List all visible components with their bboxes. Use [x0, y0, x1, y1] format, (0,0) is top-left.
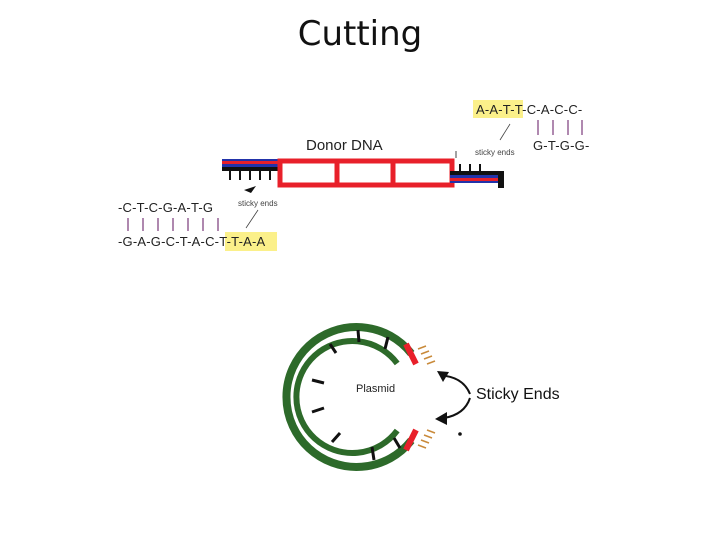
arrow-top-curve	[445, 375, 471, 395]
arrow-bottom-curve	[443, 397, 471, 419]
bottom-left-sequence: sticky ends -C-T-C-G-A-T-G -G-A-G-C-T-A-…	[118, 186, 278, 251]
base-pair-lines	[127, 218, 219, 231]
cut-end-top	[403, 342, 419, 366]
bottom-left-seq-top: -C-T-C-G-A-T-G	[118, 200, 213, 215]
left-red-stripe	[222, 161, 282, 164]
arrow-head-top	[437, 371, 449, 382]
small-arrow	[244, 186, 256, 193]
donor-dna-label: Donor DNA	[306, 137, 383, 154]
bottom-left-seq-bottom: -G-A-G-C-T-A-C-T-T-A-A	[118, 234, 266, 249]
plasmid-outer-ring	[282, 323, 415, 471]
plasmid: Plasmid	[282, 323, 436, 471]
bottom-left-sticky-label: sticky ends	[238, 199, 278, 208]
right-red-stripe	[450, 178, 502, 181]
highlight-box	[473, 100, 523, 118]
left-end-ticks	[229, 171, 271, 180]
top-right-seq-top: A-A-T-T-C-A-C-C-	[476, 102, 582, 117]
plasmid-rungs	[311, 329, 402, 461]
middle-ladder-outline	[277, 158, 455, 188]
pointer-line	[245, 209, 259, 229]
slide-title: Cutting	[297, 14, 423, 54]
sticky-end-ticks-top	[417, 345, 436, 365]
base-pair-lines	[537, 120, 583, 135]
cut-end-bottom	[403, 428, 419, 452]
top-right-sequence: A-A-T-T-C-A-C-C- G-T-G-G- sticky ends	[455, 100, 589, 158]
left-black-band	[222, 167, 282, 171]
right-black-band	[450, 171, 502, 175]
top-right-sticky-label: sticky ends	[475, 148, 515, 157]
right-cap	[498, 171, 504, 188]
highlight-box	[225, 232, 277, 251]
plasmid-inner-ring	[293, 338, 400, 456]
donor-dna-strand	[222, 158, 504, 188]
pointer-line	[499, 123, 511, 141]
right-end-ticks	[459, 164, 481, 171]
sticky-ends-arrows	[435, 371, 471, 436]
sticky-ends-label: Sticky Ends	[476, 386, 560, 403]
dot	[458, 432, 462, 436]
top-right-seq-bottom: G-T-G-G-	[533, 138, 589, 153]
plasmid-label: Plasmid	[356, 383, 395, 395]
arrow-head-bottom	[435, 412, 447, 425]
sticky-end-ticks-bottom	[417, 429, 436, 449]
